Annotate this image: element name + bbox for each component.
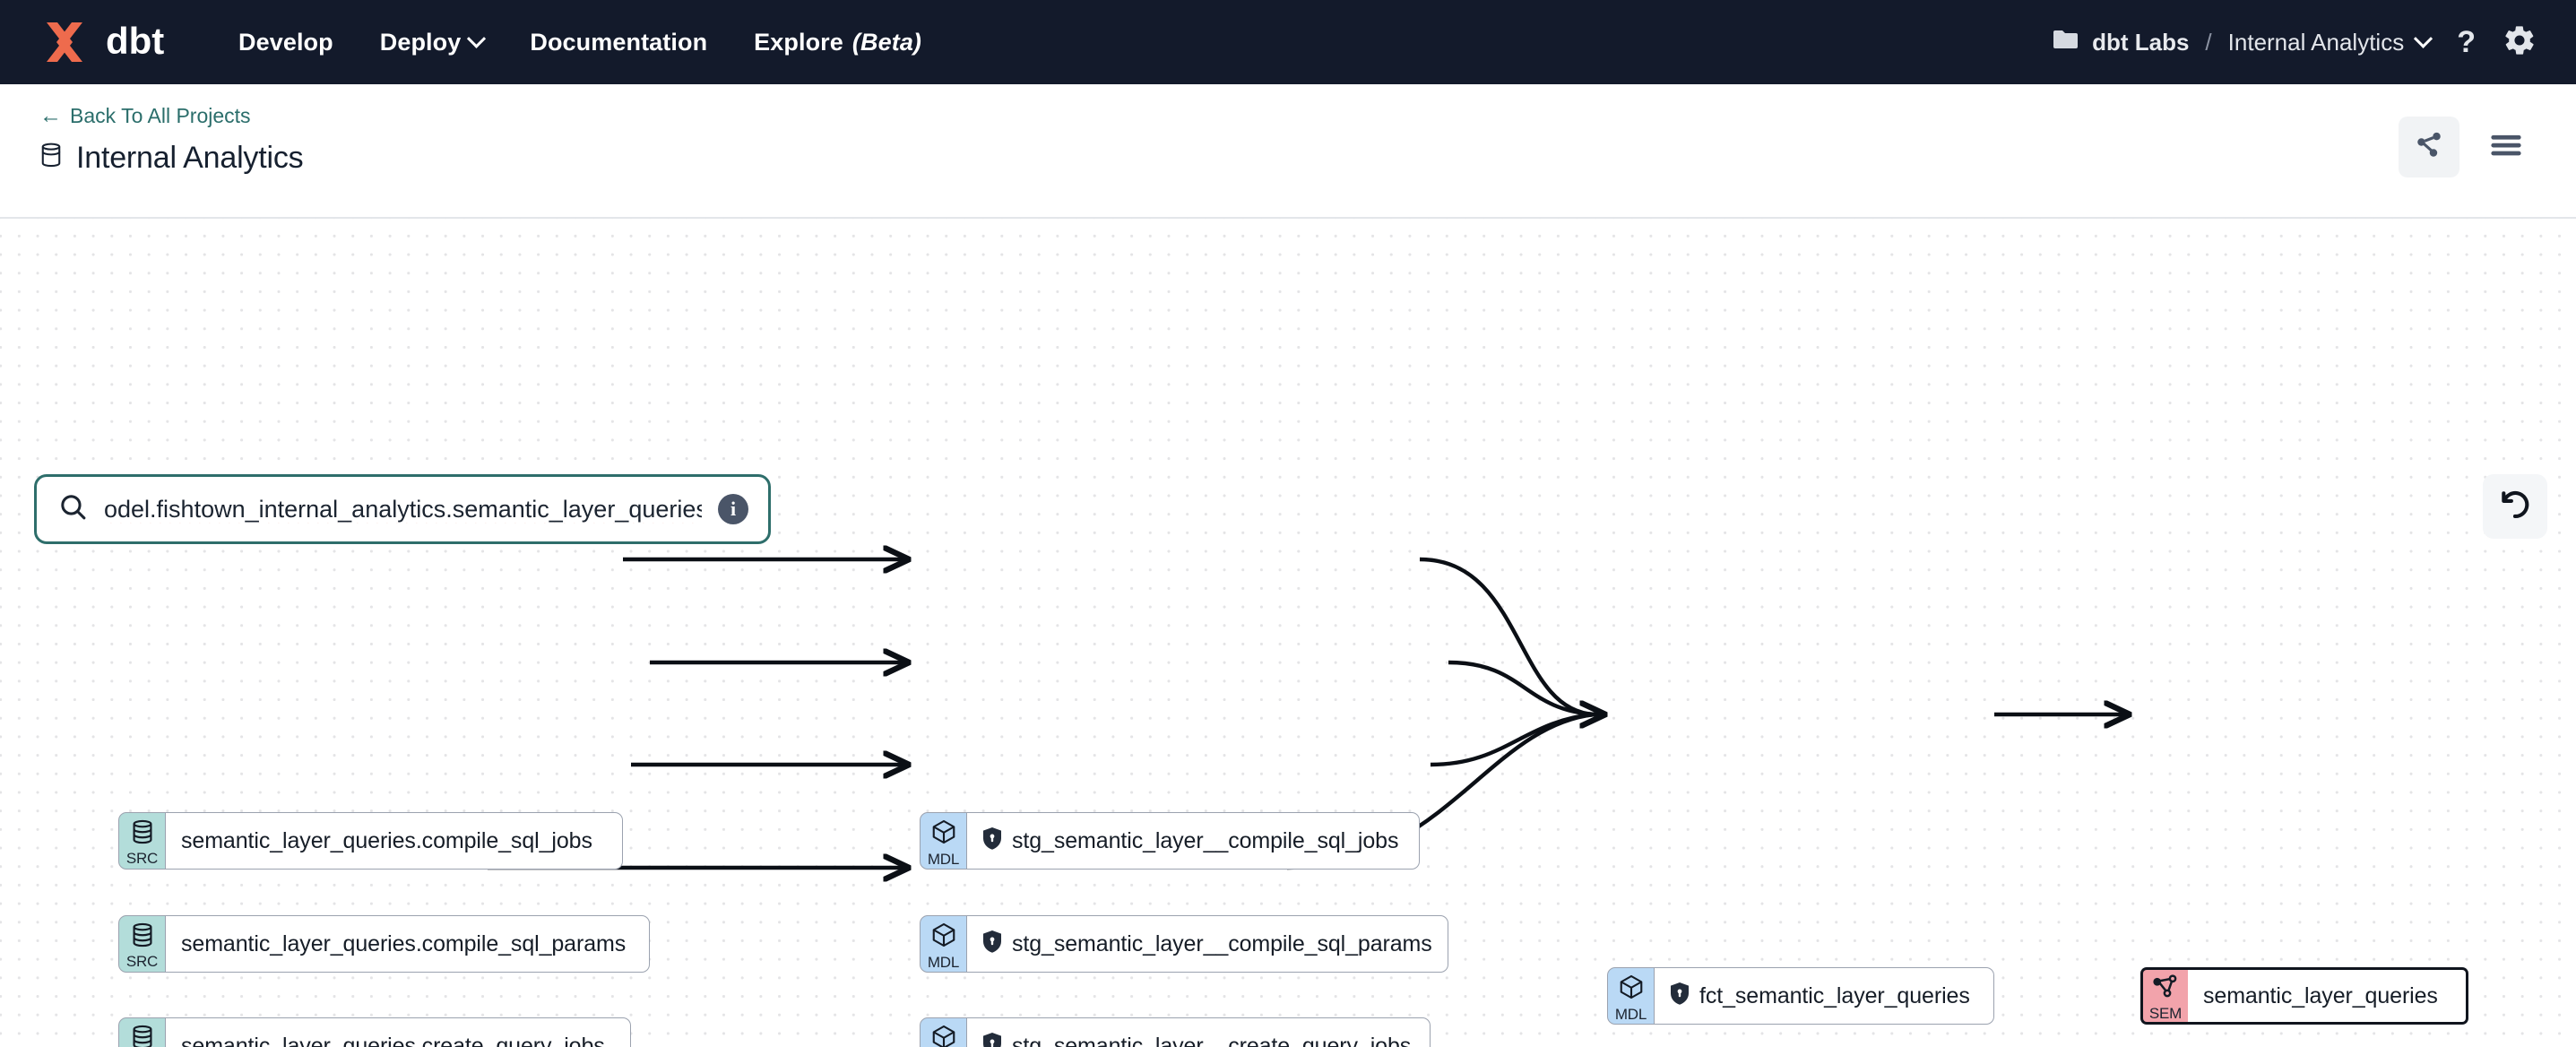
node-type-label: MDL	[927, 850, 960, 868]
lineage-node-fct1[interactable]: MDL fct_semantic_layer_queries	[1607, 967, 1994, 1025]
shield-badge-icon	[1670, 982, 1690, 1009]
lineage-graph-icon	[2414, 130, 2444, 165]
arrow-left-icon: ←	[39, 103, 62, 128]
project-subheader: ← Back To All Projects Internal Analytic…	[0, 84, 2576, 219]
node-label: semantic_layer_queries	[2203, 982, 2438, 1008]
back-to-all-projects-link[interactable]: ← Back To All Projects	[39, 104, 251, 128]
nav-label-develop: Develop	[238, 28, 333, 56]
lineage-canvas[interactable]: odel.fishtown_internal_analytics.semanti…	[0, 219, 2576, 1047]
cube-icon	[1618, 973, 1645, 1005]
view-mode-toggle-group	[2399, 117, 2537, 177]
primary-nav-links: Develop Deploy Documentation Explore (Be…	[238, 29, 921, 56]
nav-item-explore[interactable]: Explore (Beta)	[754, 29, 921, 56]
search-input[interactable]: odel.fishtown_internal_analytics.semanti…	[104, 495, 702, 523]
cube-icon	[930, 1024, 957, 1047]
node-body[interactable]: stg_semantic_layer__compile_sql_params	[967, 915, 1448, 973]
node-label: fct_semantic_layer_queries	[1699, 982, 1970, 1008]
nav-item-documentation[interactable]: Documentation	[530, 29, 707, 56]
cube-icon	[930, 922, 957, 953]
dbt-logo-icon	[39, 17, 106, 67]
node-label: stg_semantic_layer__create_query_jobs	[1012, 1033, 1412, 1047]
node-label: stg_semantic_layer__compile_sql_jobs	[1012, 827, 1399, 853]
node-label: semantic_layer_queries.compile_sql_param…	[181, 930, 627, 956]
shield-badge-icon	[982, 1033, 1002, 1047]
node-type-badge-mdl: MDL	[1607, 967, 1655, 1025]
database-cylinder-icon	[129, 819, 156, 849]
node-type-badge-src: SRC	[118, 1017, 166, 1047]
shield-badge-icon	[982, 827, 1002, 854]
node-label: semantic_layer_queries.create_query_jobs	[181, 1033, 605, 1047]
nav-item-deploy[interactable]: Deploy	[379, 28, 487, 56]
lineage-node-src1[interactable]: SRC semantic_layer_queries.compile_sql_jo…	[118, 812, 623, 870]
node-type-badge-mdl: MDL	[920, 915, 967, 973]
reset-view-button[interactable]	[2483, 474, 2547, 539]
info-icon[interactable]: i	[718, 494, 748, 524]
search-icon	[58, 492, 88, 526]
dbt-wordmark: dbt	[106, 20, 179, 65]
lineage-view-button[interactable]	[2399, 117, 2459, 177]
gear-icon	[2503, 23, 2537, 62]
database-cylinder-icon	[129, 1025, 156, 1047]
chevron-down-icon	[467, 29, 487, 48]
node-body[interactable]: semantic_layer_queries.compile_sql_param…	[166, 915, 650, 973]
node-search-box[interactable]: odel.fishtown_internal_analytics.semanti…	[34, 474, 771, 544]
question-mark-icon: ?	[2457, 25, 2476, 59]
nav-label-deploy: Deploy	[379, 28, 462, 56]
lineage-node-src3[interactable]: SRC semantic_layer_queries.create_query_j…	[118, 1017, 631, 1047]
node-type-badge-mdl: MDL	[920, 812, 967, 870]
node-type-label: SEM	[2148, 1004, 2183, 1022]
node-type-badge-sem: SEM	[2140, 967, 2188, 1025]
lineage-node-mdl3[interactable]: MDL stg_semantic_layer__create_query_jobs	[920, 1017, 1431, 1047]
page-title: Internal Analytics	[76, 141, 304, 175]
node-type-badge-src: SRC	[118, 915, 166, 973]
node-type-badge-src: SRC	[118, 812, 166, 870]
account-name[interactable]: dbt Labs	[2092, 28, 2190, 56]
dbt-logo-link[interactable]: dbt	[39, 17, 179, 67]
back-link-label: Back To All Projects	[70, 104, 251, 127]
settings-button[interactable]	[2503, 23, 2537, 62]
top-navigation-bar: dbt Develop Deploy Documentation Explore…	[0, 0, 2576, 84]
lineage-node-mdl2[interactable]: MDL stg_semantic_layer__compile_sql_param…	[920, 915, 1448, 973]
nav-label-documentation: Documentation	[530, 28, 708, 56]
folder-icon	[2053, 28, 2079, 57]
database-cylinder-icon	[129, 922, 156, 952]
project-selector-label[interactable]: Internal Analytics	[2227, 28, 2405, 56]
svg-text:dbt: dbt	[106, 20, 164, 62]
shield-badge-icon	[982, 930, 1002, 957]
explore-beta-tag: (Beta)	[851, 28, 922, 56]
reset-undo-icon	[2498, 488, 2532, 526]
account-breadcrumb: dbt Labs / Internal Analytics	[2053, 28, 2433, 57]
chevron-down-icon[interactable]	[2414, 29, 2433, 48]
node-type-label: MDL	[927, 953, 960, 971]
node-body[interactable]: semantic_layer_queries.compile_sql_jobs	[166, 812, 623, 870]
top-nav-right-cluster: dbt Labs / Internal Analytics ?	[2053, 23, 2537, 62]
database-icon	[39, 143, 63, 174]
project-title-row: Internal Analytics	[39, 141, 2537, 176]
breadcrumb-separator: /	[2205, 28, 2212, 56]
node-type-label: MDL	[1614, 1005, 1647, 1023]
list-view-button[interactable]	[2476, 117, 2537, 177]
lineage-node-sem1[interactable]: SEM semantic_layer_queries	[2140, 967, 2468, 1025]
node-label: stg_semantic_layer__compile_sql_params	[1012, 930, 1432, 956]
node-type-label: SRC	[125, 952, 159, 970]
semantic-graph-icon	[2152, 973, 2179, 1004]
list-menu-icon	[2490, 132, 2522, 163]
node-body[interactable]: fct_semantic_layer_queries	[1655, 967, 1994, 1025]
node-body[interactable]: stg_semantic_layer__create_query_jobs	[967, 1017, 1431, 1047]
help-button[interactable]: ?	[2457, 27, 2476, 57]
node-label: semantic_layer_queries.compile_sql_jobs	[181, 827, 592, 853]
node-type-label: SRC	[125, 849, 159, 867]
node-body[interactable]: stg_semantic_layer__compile_sql_jobs	[967, 812, 1420, 870]
node-body[interactable]: semantic_layer_queries	[2188, 967, 2468, 1025]
lineage-node-mdl1[interactable]: MDL stg_semantic_layer__compile_sql_jobs	[920, 812, 1420, 870]
node-type-badge-mdl: MDL	[920, 1017, 967, 1047]
nav-label-explore: Explore	[754, 28, 843, 56]
lineage-node-src2[interactable]: SRC semantic_layer_queries.compile_sql_pa…	[118, 915, 650, 973]
nav-item-develop[interactable]: Develop	[238, 29, 333, 56]
node-body[interactable]: semantic_layer_queries.create_query_jobs	[166, 1017, 631, 1047]
cube-icon	[930, 818, 957, 850]
